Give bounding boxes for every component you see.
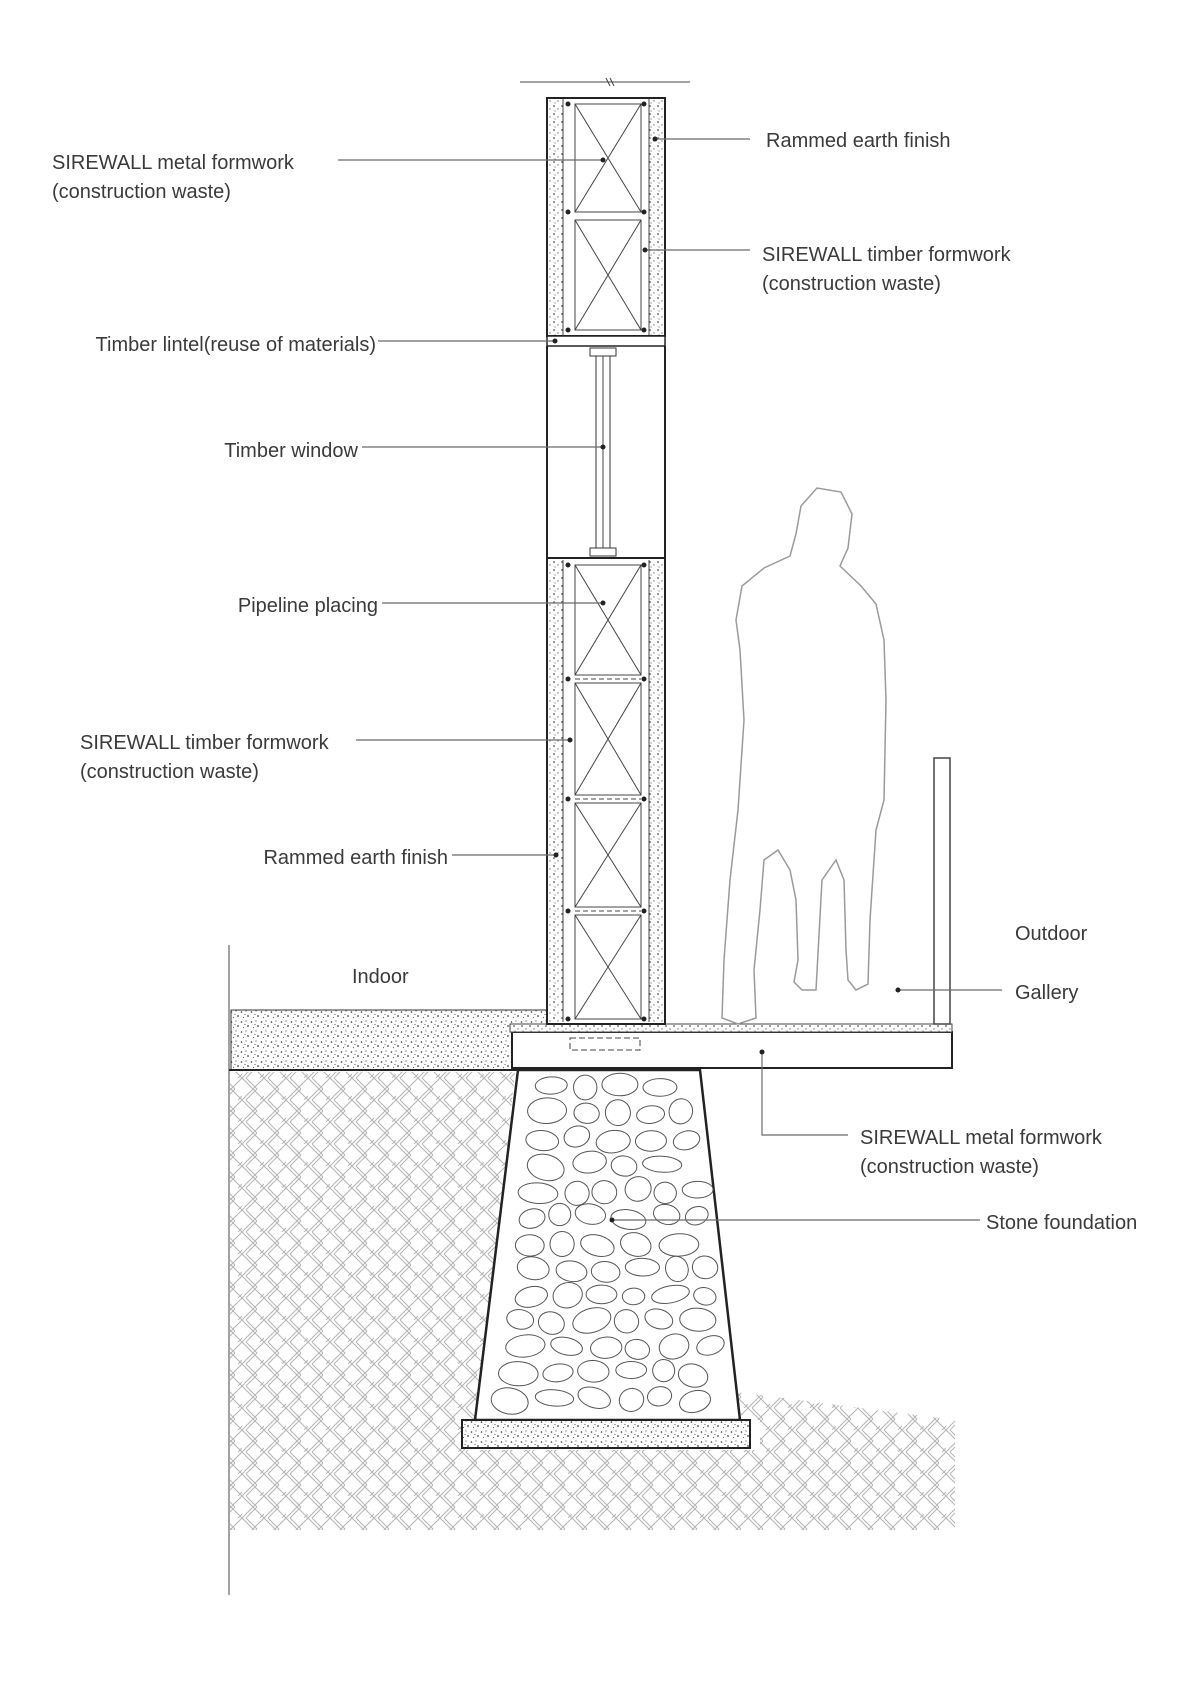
foundation-stone [552,1282,583,1309]
label-pipeline-placing: Pipeline placing [238,595,378,617]
foundation-stone [668,1098,694,1125]
foundation-stone [696,1335,725,1356]
label-stone-foundation: Stone foundation [986,1212,1137,1234]
foundation-stone [577,1359,610,1383]
label-timber-lintel: Timber lintel(reuse of materials) [96,334,376,356]
foundation-stone [563,1125,591,1148]
label-timber-formwork-top-note: (construction waste) [762,273,941,295]
foundation-stone [658,1333,690,1360]
foundation-stone [620,1232,652,1257]
foundation-stone [615,1360,648,1380]
foundation-stone [517,1182,559,1205]
foundation-stone [595,1129,631,1154]
foundation-stone [691,1255,719,1280]
foundation-stone [604,1099,631,1127]
label-rammed-earth-low: Rammed earth finish [263,847,448,869]
label-metal-formwork-top: SIREWALL metal formwork [52,152,295,174]
foundation-stone [590,1336,623,1359]
label-metal-formwork-base-note: (construction waste) [860,1156,1039,1178]
foundation-stone [679,1389,711,1414]
label-outdoor: Outdoor [1015,923,1088,945]
foundation-stone [672,1130,701,1151]
ground-soil [230,1072,955,1530]
foundation-stone [642,1155,683,1173]
foundation-stone [590,1261,621,1283]
label-timber-formwork-top: SIREWALL timber formwork [762,244,1012,266]
foundation-stone [534,1389,575,1407]
foundation-stone [651,1284,690,1304]
annotation-labels: SIREWALL metal formwork (construction wa… [52,130,1137,1234]
label-metal-formwork-top-note: (construction waste) [52,181,231,203]
foundation-stone [647,1386,673,1407]
foundation-stone [618,1387,645,1412]
foundation-stone [525,1129,560,1152]
foundation-stone [572,1307,612,1334]
foundation-stone [573,1102,600,1124]
foundation-stone [542,1363,574,1383]
foundation-stone [679,1307,717,1332]
foundation-stone [624,1257,660,1277]
foundation-stone [574,1203,607,1225]
foundation-stone [555,1260,588,1283]
foundation-stone [634,1130,667,1152]
foundation-stone [518,1208,546,1229]
foundation-stone [585,1284,618,1305]
foundation-stone [573,1074,598,1101]
foundation-stone [636,1105,666,1124]
base-slab [509,1023,953,1069]
foundation-stone [537,1311,565,1335]
foundation-stone [514,1285,548,1308]
label-rammed-earth-top: Rammed earth finish [766,130,951,152]
label-metal-formwork-base: SIREWALL metal formwork [860,1127,1103,1149]
foundation-stone [621,1287,646,1306]
rammed-earth-wall [520,77,690,1025]
label-timber-formwork-low-note: (construction waste) [80,761,259,783]
foundation-stone [516,1256,550,1281]
foundation-stone [624,1176,652,1202]
gallery-post [933,757,951,1025]
foundation-stone [652,1358,676,1383]
foundation-stone [572,1150,607,1174]
label-timber-formwork-low: SIREWALL timber formwork [80,732,330,754]
foundation-stone [498,1361,539,1387]
foundation-stone [677,1363,709,1388]
foundation-stone [665,1255,689,1283]
foundation-stone [550,1336,583,1356]
foundation-stone [624,1338,651,1360]
foundation-stone [549,1231,575,1257]
foundation-stone [527,1097,568,1125]
label-gallery: Gallery [1015,982,1078,1004]
foundation-stone [644,1308,674,1330]
foundation-stone [658,1233,700,1257]
leader-lines [338,136,1002,1223]
foundation-stone [534,1076,568,1095]
foundation-stone [693,1286,717,1306]
foundation-stone [548,1202,572,1227]
foundation-stone [490,1387,529,1415]
person-silhouette [721,487,887,1025]
stone-foundation [461,1068,751,1449]
foundation-stone [514,1234,545,1257]
foundation-stone [642,1078,678,1097]
foundation-stone [577,1386,611,1409]
label-indoor: Indoor [352,966,409,988]
foundation-stone [505,1334,546,1358]
foundation-stone [681,1180,714,1199]
foundation-stone [506,1309,535,1330]
foundation-stone [610,1155,638,1177]
foundation-stone [613,1309,640,1334]
foundation-stone [526,1153,565,1182]
foundation-stone [591,1180,618,1205]
foundation-stone [564,1180,590,1206]
foundation-stone [653,1181,677,1205]
indoor-floor-slab [229,1009,548,1071]
foundation-stone [580,1234,615,1258]
foundation-stone [601,1072,639,1097]
label-timber-window: Timber window [224,440,358,462]
